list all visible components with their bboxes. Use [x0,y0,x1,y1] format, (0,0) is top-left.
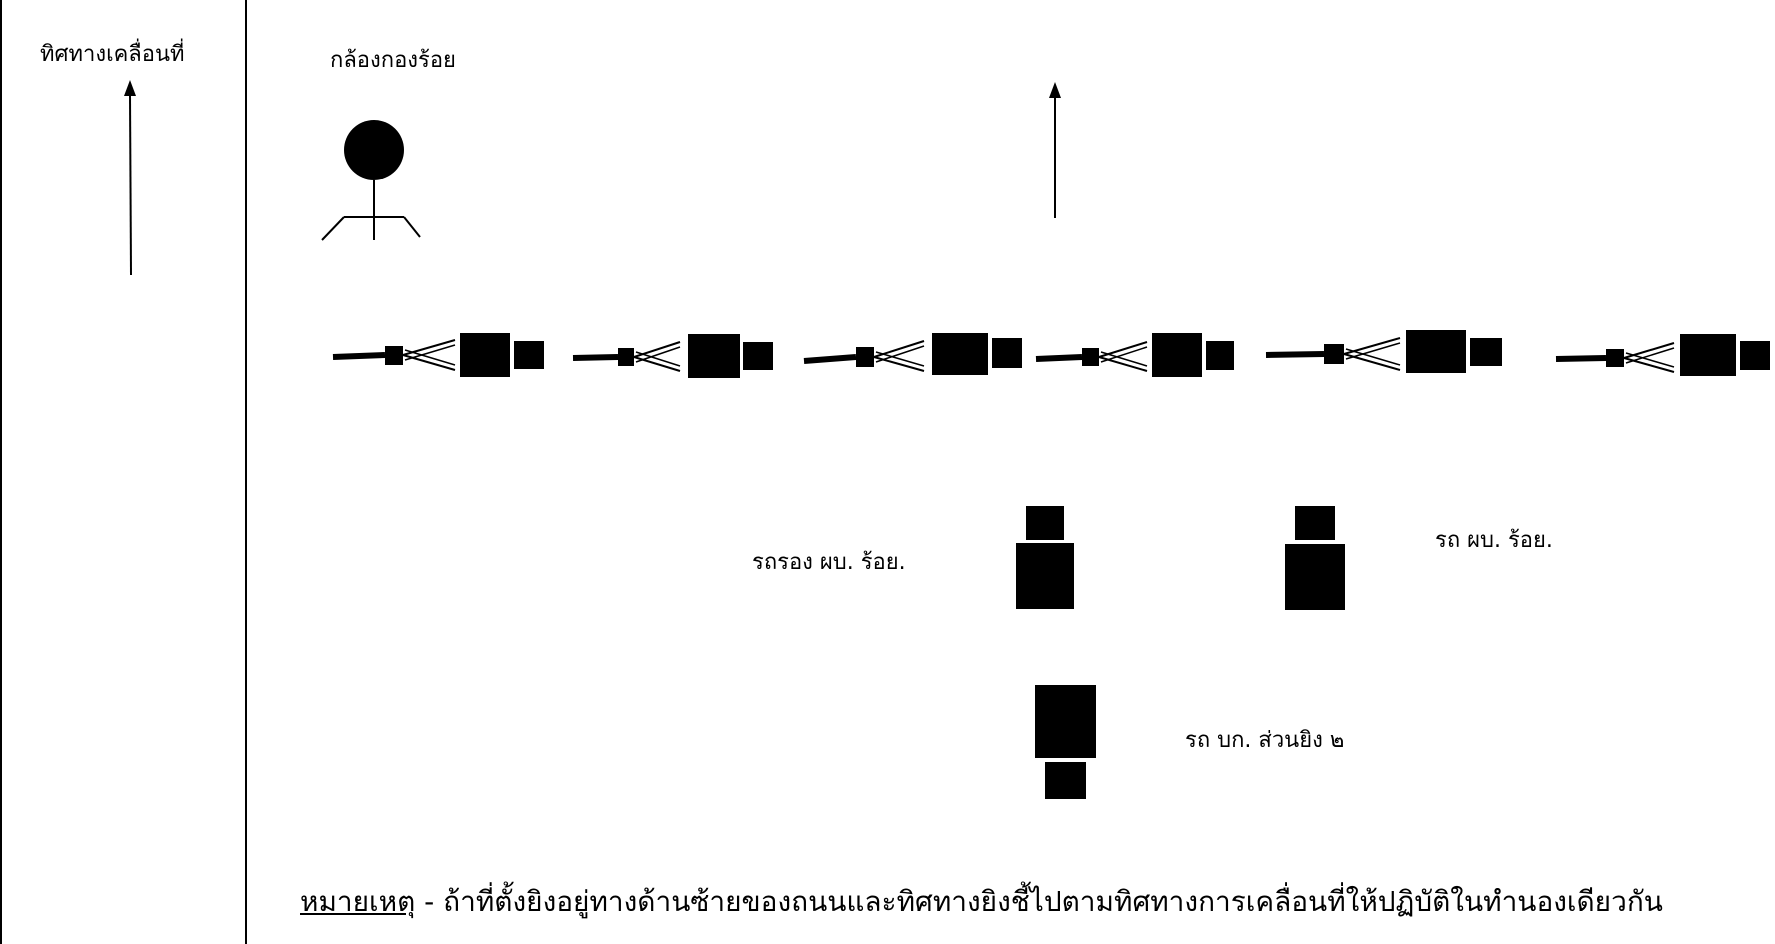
commander-vehicle-label: รถ ผบ. ร้อย. [1435,528,1553,553]
howitzer-icon [1265,330,1502,373]
howitzer-icon [332,333,544,377]
footnote: หมายเหตุ - ถ้าที่ตั้งยิงอยู่ทางด้านซ้ายข… [300,880,1663,924]
commander-vehicle-icon [1285,506,1345,610]
footnote-title: หมายเหตุ [300,885,416,918]
deputy-commander-vehicle-icon [1016,506,1074,609]
column-divider-line [245,0,247,944]
fire-section-vehicle-icon [1035,685,1096,799]
direction-arrow-icon [124,80,136,276]
howitzer-icon [572,334,773,378]
howitzer-icon [1035,333,1234,377]
deputy-commander-vehicle-label: รถรอง ผบ. ร้อย. [752,550,906,575]
howitzer-icon [803,333,1022,375]
howitzer-icon [1555,334,1770,376]
footnote-text: - ถ้าที่ตั้งยิงอยู่ทางด้านซ้ายของถนนและท… [415,885,1663,918]
left-border-line [0,0,2,944]
camera-label: กล้องกองร้อย [330,48,456,73]
fire-section-vehicle-label: รถ บก. ส่วนยิง ๒ [1185,728,1345,753]
firing-direction-arrow-icon [1049,82,1061,218]
direction-label: ทิศทางเคลื่อนที่ [40,42,185,67]
aiming-circle-icon [321,120,421,241]
